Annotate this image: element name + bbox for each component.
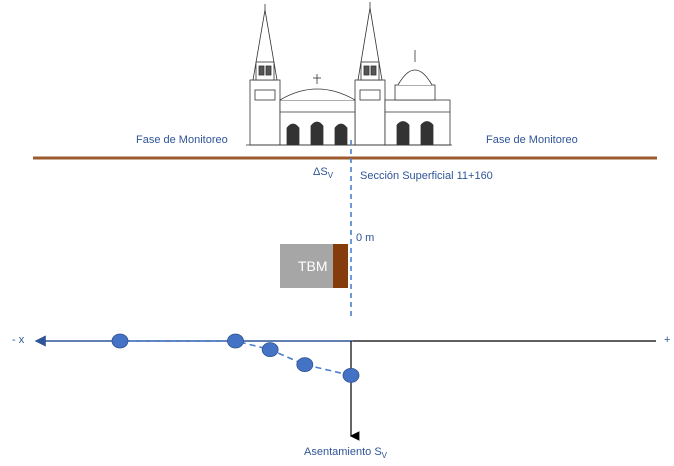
fase-monitoreo-left: Fase de Monitoreo — [136, 134, 228, 146]
tbm-body — [280, 244, 333, 288]
fase-monitoreo-right: Fase de Monitoreo — [486, 134, 578, 146]
settlement-curve — [111, 333, 360, 383]
tbm-machine: TBM — [280, 244, 348, 288]
settlement-point — [227, 333, 244, 349]
delta-sv-main: ΔS — [313, 166, 328, 178]
settlement-point — [342, 367, 360, 383]
axis-pos-label: + — [664, 334, 671, 346]
delta-sv-label: ΔSV — [313, 166, 333, 180]
seccion-label: Sección Superficial 11+160 — [360, 170, 493, 182]
asentamiento-sub: V — [381, 451, 387, 461]
asentamiento-label: Asentamiento SV — [304, 446, 387, 460]
settlement-point — [261, 342, 279, 358]
zero-m-label: 0 m — [356, 232, 375, 244]
settlement-point — [296, 357, 314, 373]
settlement-point — [111, 333, 129, 349]
tbm-cutterhead — [333, 244, 348, 288]
asentamiento-main: Asentamiento S — [304, 446, 382, 458]
axis-neg-label: - x — [12, 334, 25, 346]
cathedral-icon — [246, 2, 452, 146]
tbm-label: TBM — [298, 258, 328, 274]
delta-sv-sub: V — [327, 171, 334, 181]
